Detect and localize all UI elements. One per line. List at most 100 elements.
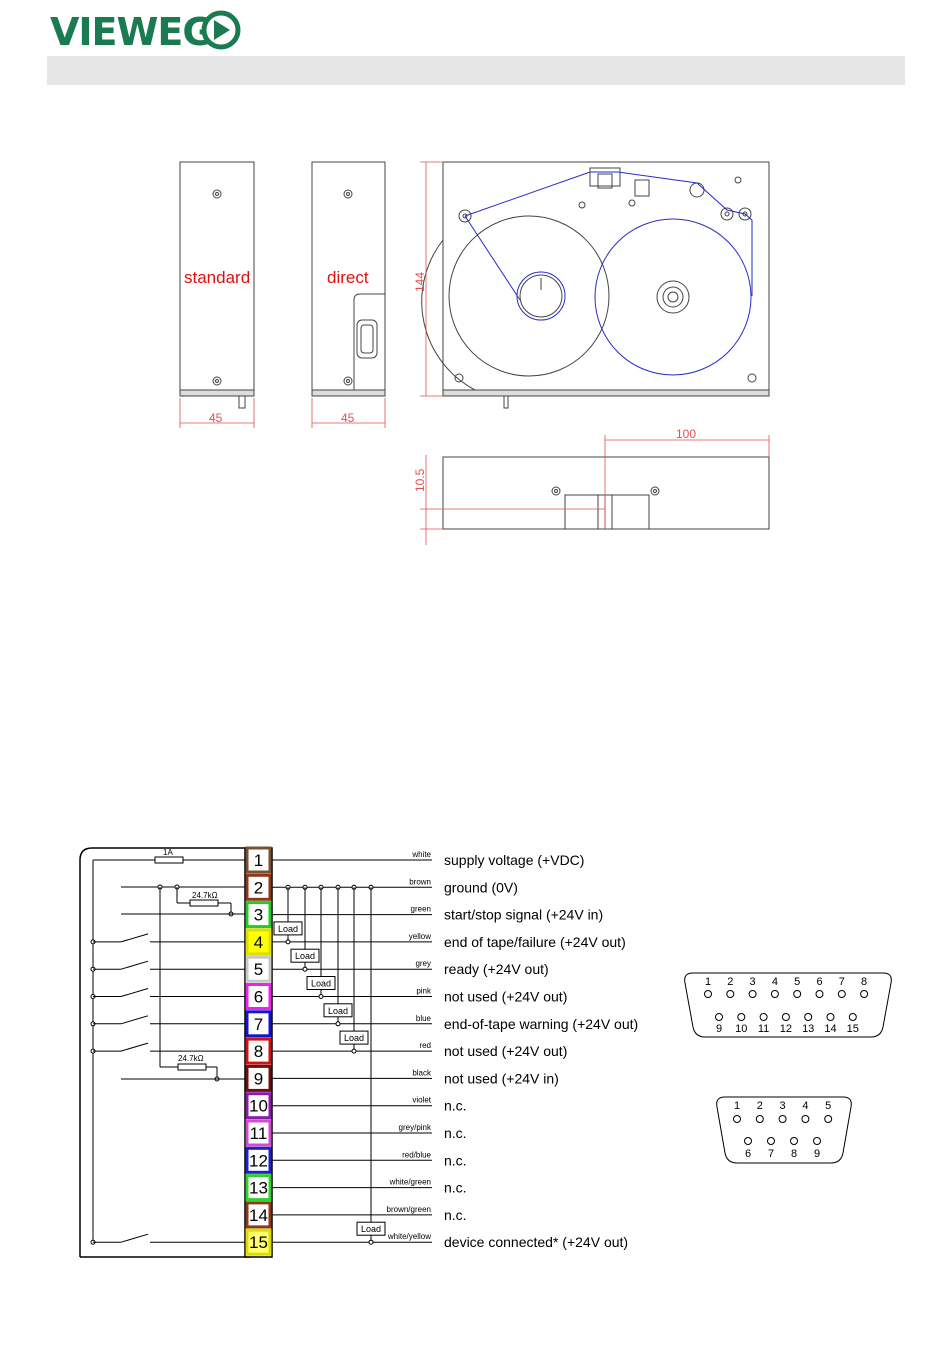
db15-pin [837, 990, 846, 998]
wire-color-5: grey [415, 959, 431, 968]
db15-pin-label: 9 [716, 1023, 722, 1035]
fuse-label: 1A [163, 848, 173, 857]
db15-pin [748, 990, 757, 998]
pin-desc-3: start/stop signal (+24V in) [444, 907, 603, 923]
db9-pin-label: 9 [814, 1148, 820, 1160]
load-box [356, 1221, 386, 1236]
switch-contact [120, 1015, 149, 1025]
wire-color-13: white/green [389, 1178, 431, 1187]
db9-pin [801, 1115, 810, 1123]
pin-desc-2: ground (0V) [444, 879, 518, 895]
wire-color-11: grey/pink [399, 1123, 432, 1132]
load-label: Load [361, 1224, 381, 1234]
pin-number-6: 6 [254, 988, 263, 1007]
db15-pin [737, 1013, 746, 1021]
db9-pin [744, 1137, 752, 1145]
pin-box-10 [245, 1092, 272, 1120]
pin-desc-7: end-of-tape warning (+24V out) [444, 1016, 638, 1032]
load-box [339, 1030, 369, 1045]
db15-pin-label: 10 [735, 1023, 747, 1035]
switch-contact [120, 988, 149, 997]
switch-contact [120, 960, 149, 970]
load-node [318, 994, 324, 999]
db15-pin-label: 13 [802, 1023, 814, 1035]
switch-contact [120, 933, 149, 943]
wire-color-9: black [412, 1068, 432, 1077]
pin-box-3 [245, 901, 272, 929]
dim-height: 144 [413, 272, 427, 292]
db15-pin [815, 990, 824, 998]
dim-width-standard-line [179, 398, 255, 428]
db9-pin [733, 1115, 741, 1123]
switch-contact [120, 1042, 149, 1052]
side-view-direct [311, 161, 386, 397]
db9-pin-label: 8 [791, 1148, 797, 1160]
pin-number-8: 8 [254, 1042, 263, 1061]
pin-box-5 [245, 955, 272, 983]
load-node [368, 1239, 374, 1245]
pin-number-14: 14 [249, 1206, 268, 1225]
db15-connector [684, 972, 892, 1038]
db15-pin [848, 1013, 857, 1021]
side-view-standard [179, 161, 255, 409]
pin-box-1 [245, 846, 272, 874]
db15-pin-label: 1 [705, 976, 711, 988]
db9-pin [767, 1137, 775, 1145]
db15-pin-label: 3 [750, 976, 756, 988]
load-box [306, 976, 336, 990]
pin-box-8 [245, 1037, 272, 1065]
dim-depth: 10.5 [413, 468, 427, 492]
pin-number-11: 11 [250, 1124, 268, 1143]
switch-contact [120, 1233, 149, 1243]
pin-number-7: 7 [254, 1015, 263, 1034]
wire-color-4: yellow [409, 932, 431, 941]
pin-desc-9: not used (+24V in) [444, 1070, 559, 1086]
pin-number-3: 3 [254, 906, 263, 925]
label-standard: standard [184, 268, 250, 287]
db15-pin [759, 1013, 768, 1021]
logo-emblem-icon [201, 10, 241, 50]
db15-pin [860, 990, 869, 998]
wire-color-6: pink [416, 987, 432, 996]
pin-desc-12: n.c. [444, 1152, 467, 1168]
switch-group [90, 933, 245, 1245]
pin-number-12: 12 [249, 1151, 268, 1170]
pin-box-6 [245, 983, 272, 1010]
resistor-top-label: 24.7kΩ [192, 891, 218, 900]
wiring-diagram [79, 847, 273, 1258]
db15-pin-label: 14 [824, 1023, 836, 1035]
db15-pin [770, 990, 779, 998]
db15-pin [715, 1013, 723, 1021]
db9-pin-label: 2 [757, 1100, 763, 1112]
db15-pin [804, 1013, 813, 1021]
db9-pin-label: 1 [734, 1100, 740, 1112]
db15-pin-label: 15 [847, 1023, 859, 1035]
db9-pin [824, 1115, 833, 1123]
db15-pin-label: 11 [758, 1023, 769, 1035]
load-node [351, 1048, 357, 1054]
pin-box-15 [245, 1228, 272, 1256]
dim-width-standard: 45 [209, 411, 223, 425]
wire-color-10: violet [412, 1096, 431, 1105]
load-label: Load [278, 924, 298, 934]
pin-desc-11: n.c. [444, 1125, 467, 1141]
wire-color-3: green [411, 905, 431, 914]
bottom-view [442, 456, 770, 530]
wire-color-1: white [411, 850, 431, 859]
db9-pin-label: 3 [780, 1100, 786, 1112]
load-node [302, 966, 308, 972]
db9-pin [813, 1137, 821, 1145]
pin-desc-13: n.c. [444, 1180, 467, 1196]
pin-number-2: 2 [254, 878, 263, 897]
pin-box-2 [245, 873, 272, 901]
pin-number-13: 13 [249, 1179, 268, 1198]
db15-pin [793, 990, 802, 998]
wire-color-7: blue [416, 1014, 432, 1023]
load-node [335, 1021, 341, 1027]
dim-length: 100 [676, 427, 696, 441]
pin-desc-15: device connected* (+24V out) [444, 1234, 628, 1250]
load-node [285, 939, 291, 945]
wire-color-12: red/blue [402, 1150, 431, 1159]
